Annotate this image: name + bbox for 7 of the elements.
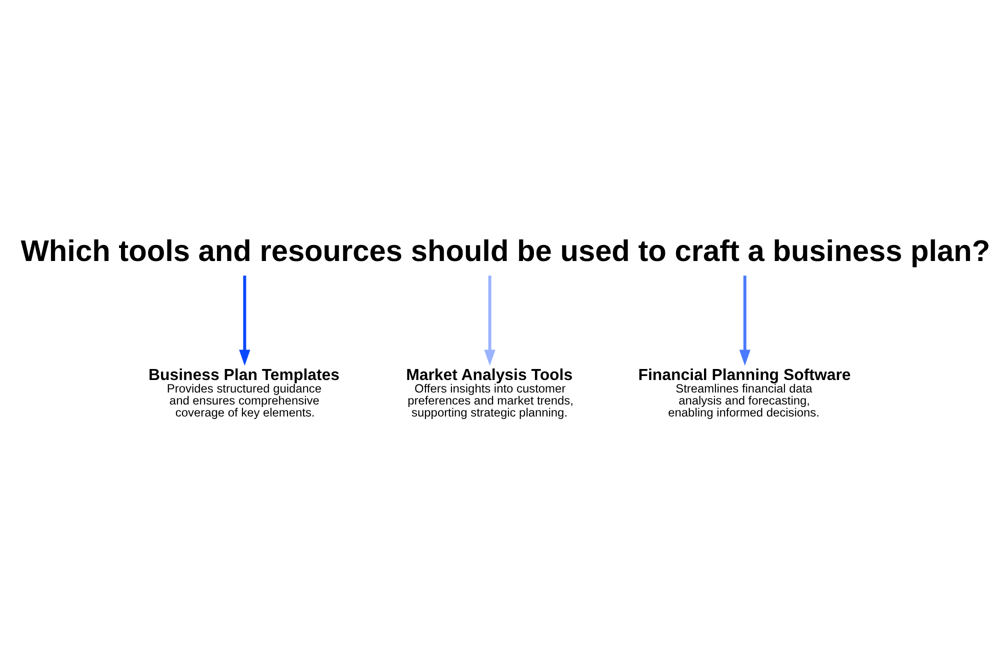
arrow (239, 275, 250, 366)
node-text: Financial Planning Software Streamlines financial data analysis and forecasting, enabling informed decisions. (638, 366, 851, 420)
node-text: Market Analysis Tools Offers insights into customer preferences and market trends, supporting strategic planning. (406, 366, 574, 420)
arrow (484, 275, 496, 366)
node-text: Business Plan Templates Provides structured guidance and ensures comprehensive coverage of key elements. (148, 366, 340, 420)
arrow (739, 275, 750, 366)
diagram-title: Which tools and resources should be used to craft a business plan? (20, 234, 990, 268)
